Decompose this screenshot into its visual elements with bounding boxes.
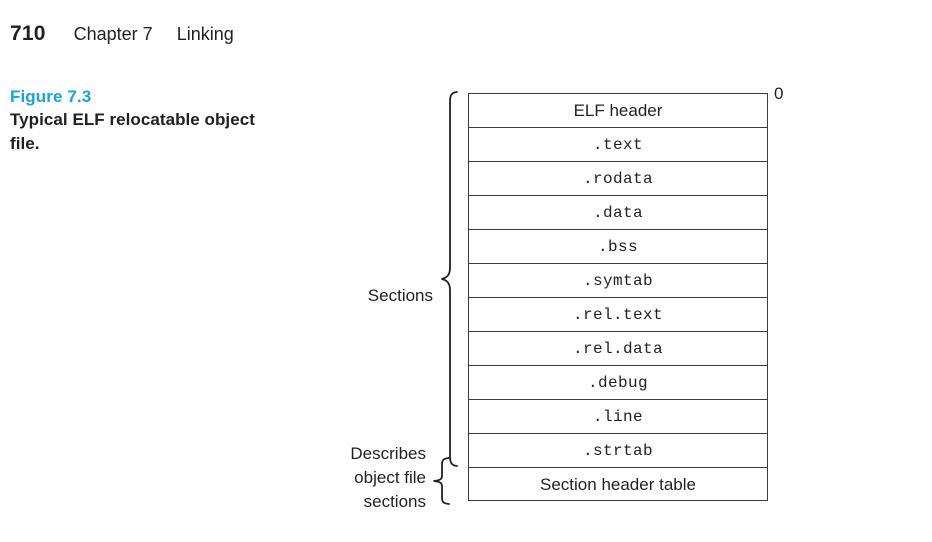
figure-number: Figure 7.3 <box>10 87 92 106</box>
section-row-label: .strtab <box>582 441 653 460</box>
section-row: .rel.data <box>468 331 768 365</box>
describes-label-line-3: sections <box>363 492 426 511</box>
section-row: .bss <box>468 229 768 263</box>
section-row: .rodata <box>468 161 768 195</box>
sections-label: Sections <box>367 286 433 305</box>
section-row: .strtab <box>468 433 768 467</box>
section-row-label: .debug <box>587 373 648 392</box>
section-row: .line <box>468 399 768 433</box>
page-number: 710 <box>10 22 46 45</box>
sections-brace-icon <box>441 91 458 467</box>
describes-label-line-2: object file <box>354 468 426 487</box>
section-row-label: ELF header <box>573 101 663 120</box>
section-row: .text <box>468 127 768 161</box>
section-row-label: .rel.data <box>572 339 663 358</box>
chapter-number: Chapter 7 <box>73 24 153 44</box>
section-row: ELF header <box>468 93 768 127</box>
chapter-title: Linking <box>176 24 234 44</box>
elf-object-file-diagram: 0 Sections Describes object file section… <box>300 80 920 520</box>
section-row-label: .text <box>592 135 643 154</box>
section-row: .symtab <box>468 263 768 297</box>
figure-caption: Figure 7.3 Typical ELF relocatable objec… <box>10 86 310 156</box>
describes-label-line-1: Describes <box>350 444 426 463</box>
section-stack: ELF header .text .rodata .data .bss .symtab .r… <box>468 93 768 501</box>
offset-zero-label: 0 <box>774 84 784 103</box>
section-row-label: .bss <box>597 237 638 256</box>
section-row-label: .rel.text <box>572 305 663 324</box>
section-row-label: Section header table <box>540 474 696 494</box>
describes-brace-icon <box>433 457 450 505</box>
figure-title: Typical ELF relocatable object file. <box>10 110 255 153</box>
section-row: .debug <box>468 365 768 399</box>
page-running-head: 710 Chapter 7 Linking <box>10 22 234 46</box>
section-row-label: .rodata <box>582 169 653 188</box>
section-row-label: .symtab <box>582 271 653 290</box>
describes-label: Describes object file sections <box>300 442 426 514</box>
section-row: Section header table <box>468 467 768 501</box>
section-row: .data <box>468 195 768 229</box>
section-row-label: .line <box>592 407 643 426</box>
section-row: .rel.text <box>468 297 768 331</box>
section-row-label: .data <box>592 203 643 222</box>
